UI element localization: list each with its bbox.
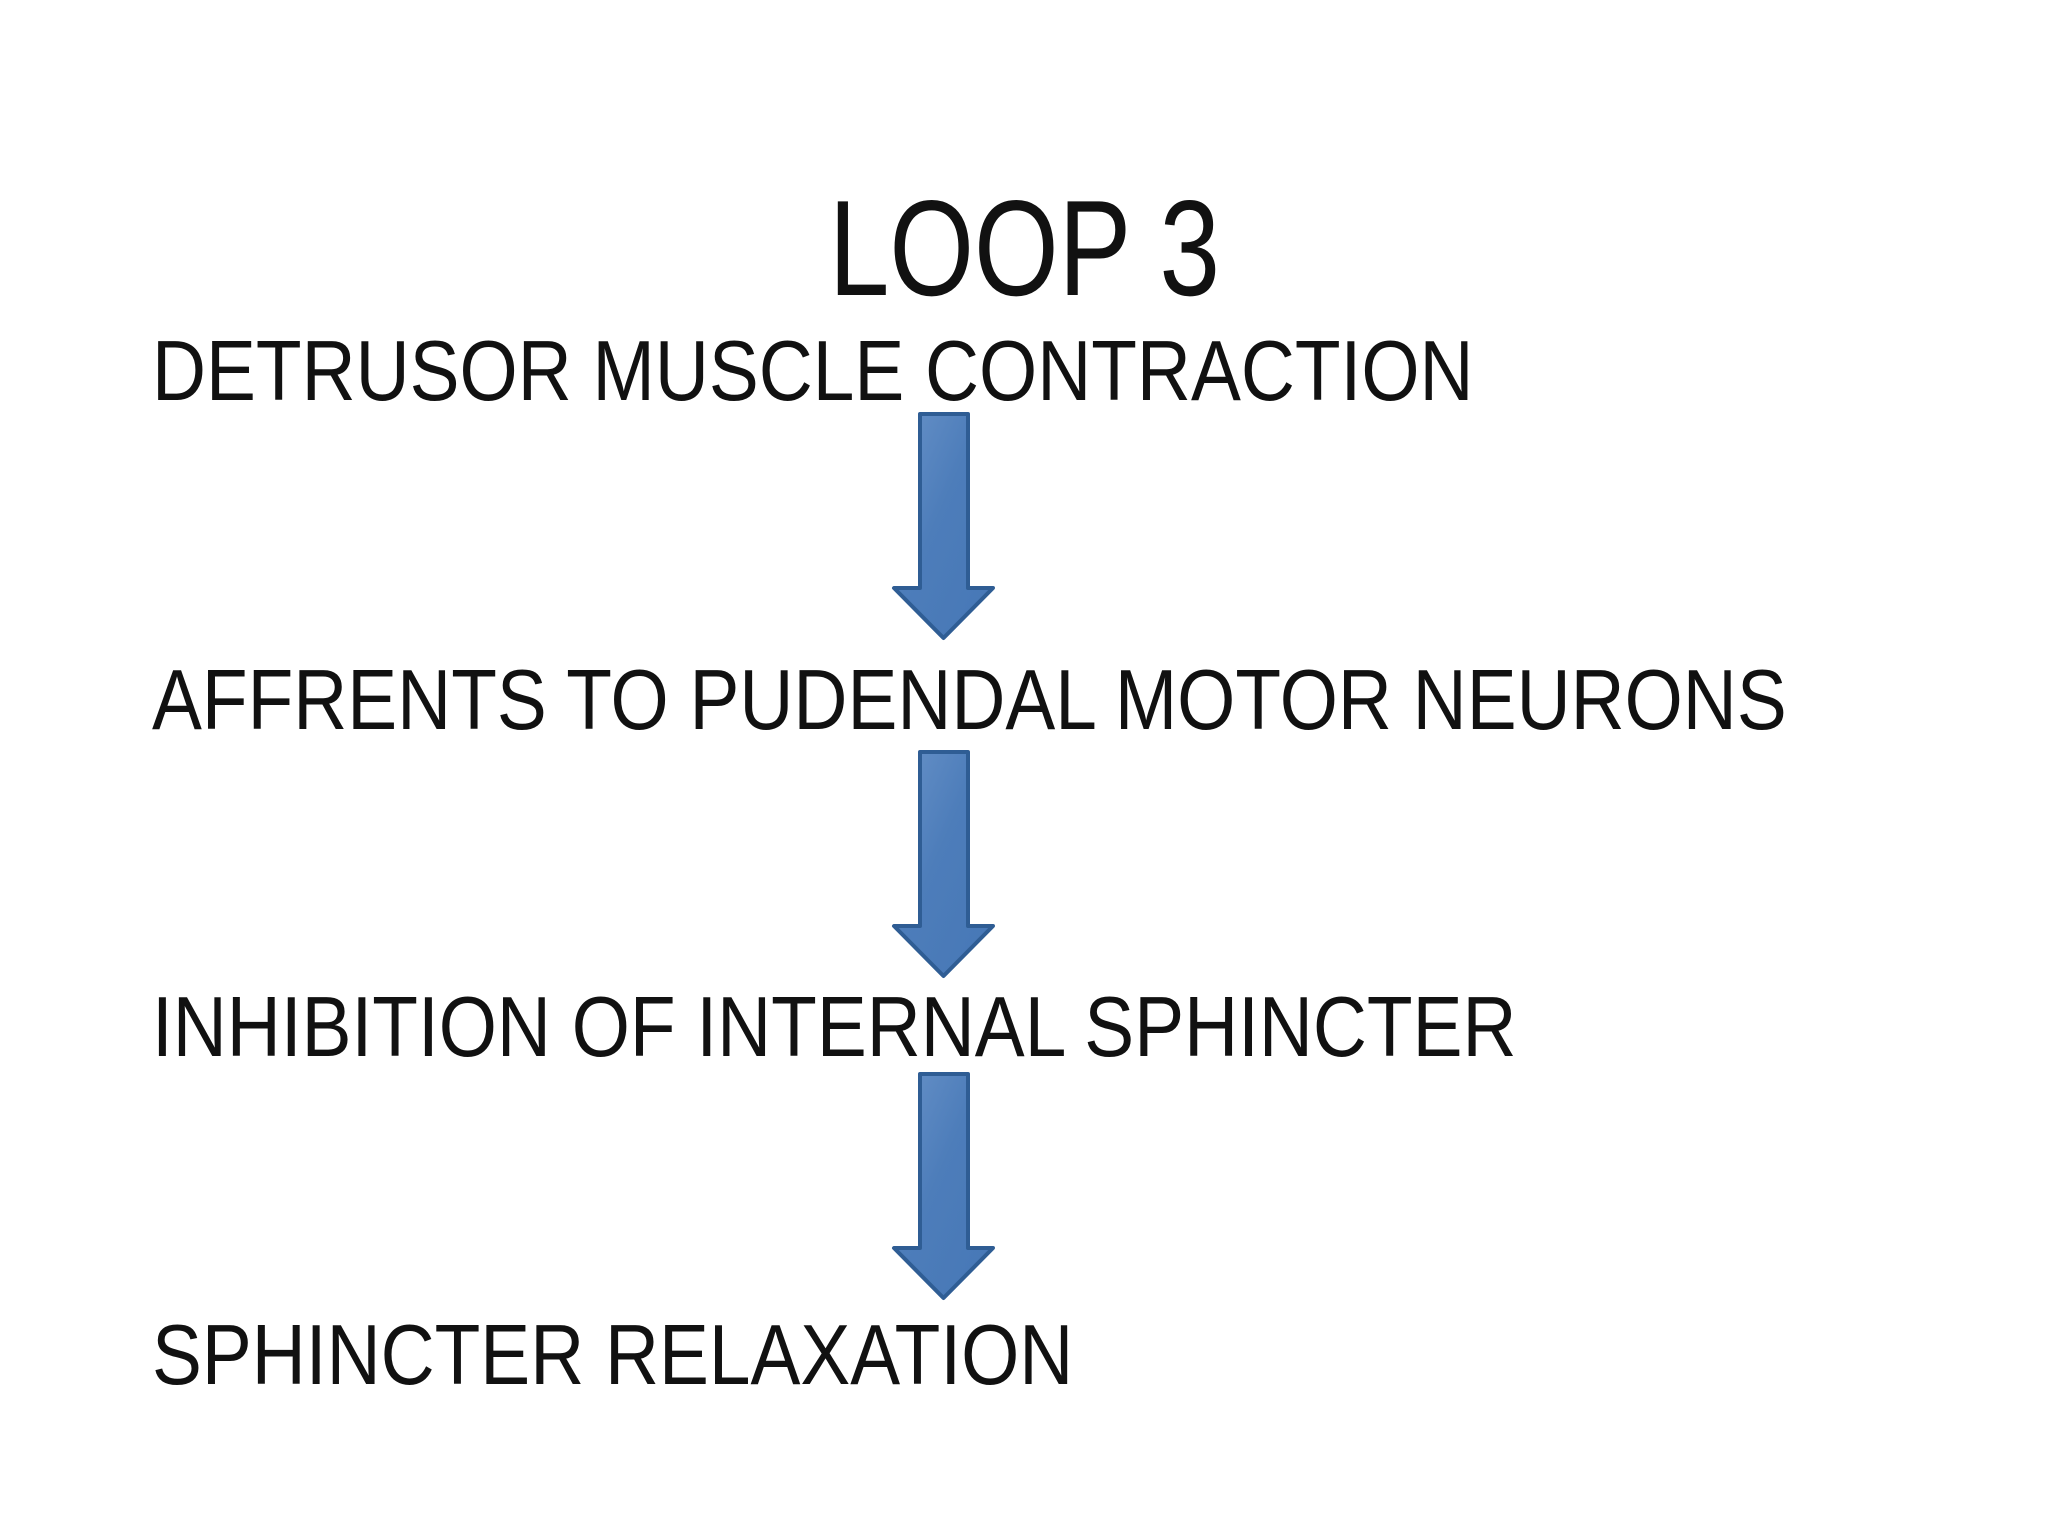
down-arrow-1 — [892, 412, 995, 640]
flow-step-4-sphincter-relaxation: SPHINCTER RELAXATION — [152, 1308, 1074, 1403]
down-arrow-3 — [892, 1072, 995, 1300]
down-arrow-2-shape — [892, 750, 995, 978]
down-arrow-2 — [892, 750, 995, 978]
flow-step-2-affrents-to-pudendal-motor-neurons: AFFRENTS TO PUDENDAL MOTOR NEURONS — [152, 653, 1787, 748]
slide-title-text: LOOP 3 — [828, 172, 1220, 324]
flow-step-1-detrusor-muscle-contraction: DETRUSOR MUSCLE CONTRACTION — [152, 324, 1474, 419]
slide-title: LOOP 3 — [0, 180, 2048, 316]
down-arrow-1-shape — [892, 412, 995, 640]
down-arrow-3-shape — [892, 1072, 995, 1300]
flow-step-3-inhibition-of-internal-sphincter: INHIBITION OF INTERNAL SPHINCTER — [152, 980, 1517, 1075]
